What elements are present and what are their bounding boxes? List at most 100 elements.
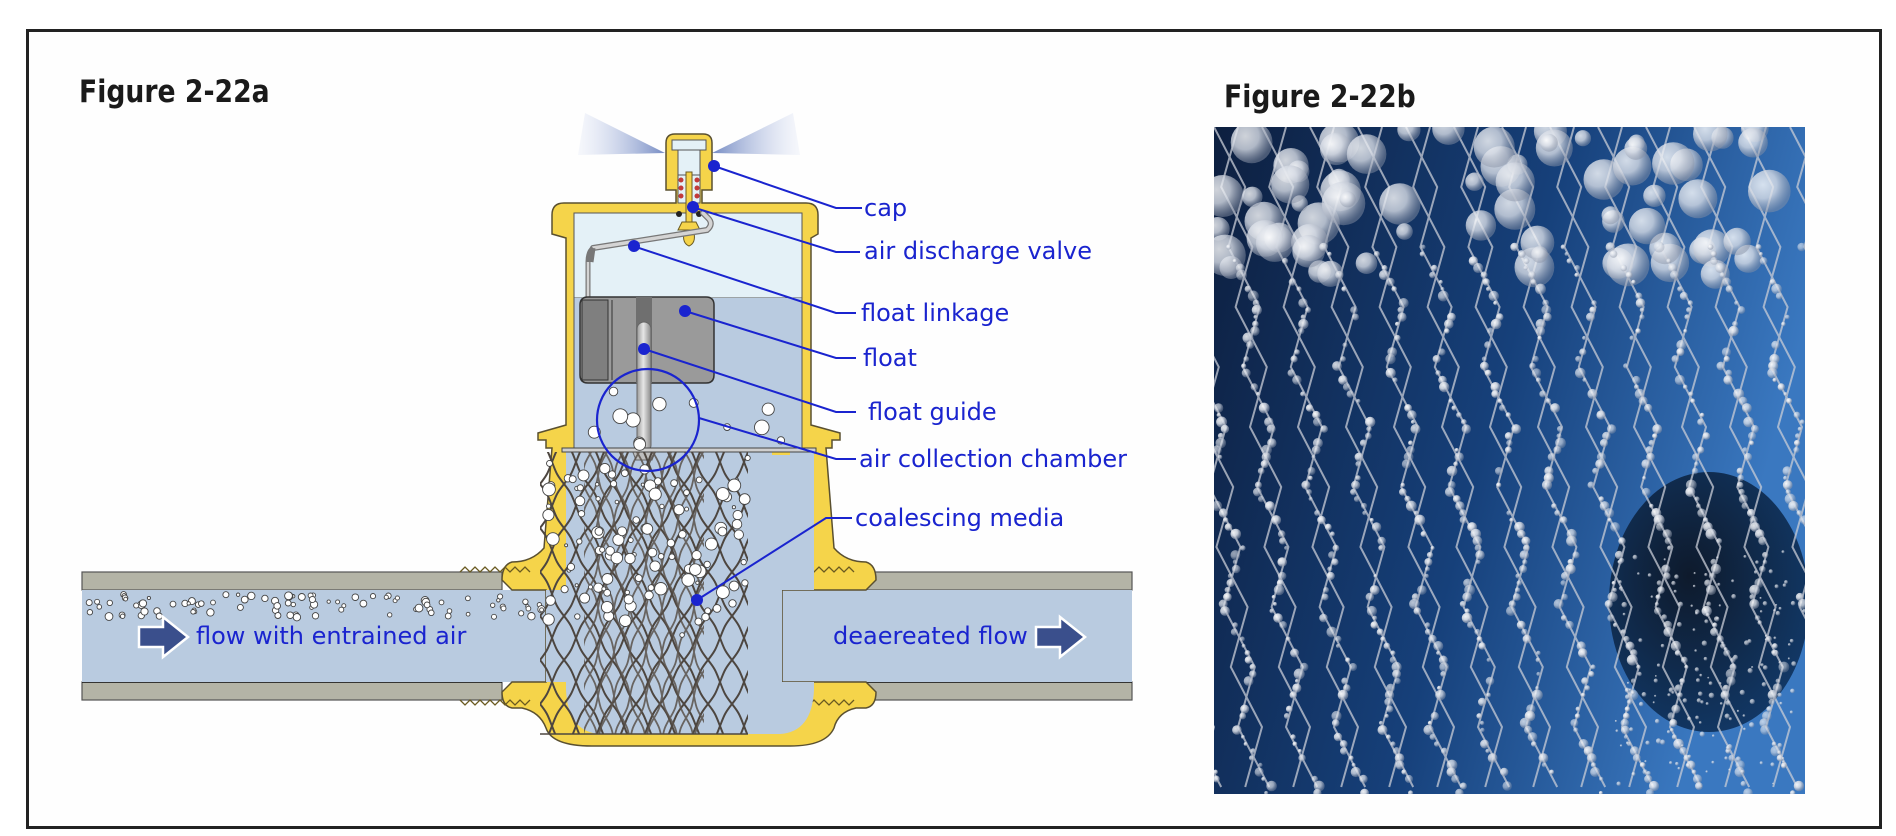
bubble — [576, 538, 583, 545]
bubble — [623, 594, 634, 605]
photo-bubble — [1487, 327, 1495, 335]
photo-bubble — [1734, 300, 1739, 306]
photo-bubble — [1614, 719, 1617, 723]
photo-bubble — [1362, 510, 1367, 516]
photo-bubble — [1708, 572, 1716, 580]
photo-bubble — [1758, 536, 1767, 546]
photo-bubble — [1719, 272, 1726, 278]
bubble — [546, 459, 553, 467]
photo-bubble — [1345, 657, 1351, 663]
photo-bubble — [1771, 741, 1777, 747]
bubble — [359, 599, 368, 608]
bubble — [297, 593, 306, 601]
photo-bubble — [1687, 300, 1694, 306]
photo-bubble — [1638, 396, 1648, 406]
photo-bubble — [1419, 251, 1425, 257]
bubble — [624, 589, 630, 596]
photo-bubble — [1728, 325, 1739, 337]
bubble — [641, 523, 654, 535]
inlet-flow-label: flow with entrained air — [196, 622, 466, 650]
photo-bubble — [1641, 487, 1651, 497]
photo-bubble — [1589, 306, 1597, 314]
bubble — [703, 560, 711, 569]
photo-bubble — [1455, 501, 1465, 511]
photo-bubble — [1755, 560, 1759, 564]
photo-bubble — [1647, 573, 1652, 577]
photo-bubble — [1772, 683, 1783, 693]
photo-bubble — [1476, 636, 1483, 642]
photo-bubble — [1728, 768, 1731, 772]
float-guide-rod — [636, 321, 652, 453]
photo-bubble — [1740, 780, 1747, 787]
bubble — [155, 612, 163, 620]
photo-bubble — [1698, 721, 1702, 724]
photo-bubble — [1654, 601, 1659, 607]
photo-bubble — [1220, 606, 1230, 616]
photo-bubble — [1414, 514, 1426, 526]
photo-bubble — [1699, 412, 1705, 418]
photo-bubble — [1373, 574, 1378, 578]
photo-bubble — [1663, 572, 1671, 580]
photo-bubble — [1667, 712, 1675, 720]
photo-bubble — [1250, 326, 1260, 336]
photo-bubble — [1232, 622, 1238, 628]
bubble — [133, 602, 140, 609]
photo-bubble — [1451, 774, 1460, 784]
photo-bubble — [1342, 383, 1351, 391]
photo-bubble — [1750, 425, 1759, 433]
photo-bubble — [1376, 628, 1384, 636]
photo-bubble — [1716, 361, 1726, 371]
bubble — [678, 530, 687, 539]
photo-bubble — [1778, 661, 1782, 664]
photo-bubble — [1465, 210, 1497, 241]
bubble — [652, 396, 667, 412]
photo-bubble — [1743, 416, 1754, 428]
photo-bubble — [1702, 517, 1709, 523]
photo-bubble — [1224, 523, 1233, 531]
photo-bubble — [1448, 398, 1453, 404]
photo-bubble — [1438, 279, 1443, 285]
bubble — [119, 613, 126, 619]
photo-bubble — [1313, 780, 1325, 792]
photo-bubble — [1319, 242, 1328, 252]
bubble — [414, 603, 424, 613]
photo-bubble — [1776, 754, 1784, 762]
photo-bubble — [1385, 353, 1396, 365]
photo-bubble — [1484, 341, 1492, 349]
bubble — [123, 596, 128, 602]
photo-bubble — [1615, 729, 1619, 733]
photo-bubble — [1401, 459, 1411, 469]
photo-bubble — [1674, 574, 1679, 579]
photo-bubble — [1619, 744, 1623, 747]
photo-bubble — [1377, 725, 1388, 735]
photo-bubble — [1239, 712, 1247, 720]
photo-bubble — [1476, 713, 1483, 719]
photo-bubble — [1481, 356, 1487, 362]
photo-bubble — [1726, 676, 1736, 686]
photo-bubble — [1742, 714, 1746, 717]
photo-bubble — [1370, 621, 1379, 629]
photo-bubble — [1545, 398, 1552, 404]
photo-bubble — [1694, 649, 1697, 652]
photo-bubble — [1271, 165, 1310, 204]
label-air-collection-chamber: air collection chamber — [859, 445, 1127, 473]
photo-bubble — [1742, 447, 1748, 453]
bubble — [446, 608, 453, 614]
photo-bubble — [1283, 713, 1290, 719]
bubble — [222, 591, 230, 599]
photo-bubble — [1782, 583, 1787, 587]
photo-bubble — [1722, 684, 1730, 692]
photo-bubble — [1607, 518, 1612, 522]
photo-bubble — [1354, 452, 1364, 462]
photo-bubble — [1772, 377, 1777, 383]
photo-bubble — [1782, 466, 1792, 476]
photo-bubble — [1365, 416, 1376, 428]
photo-bubble — [1668, 687, 1674, 693]
photo-bubble — [1381, 265, 1388, 271]
bubble — [612, 408, 629, 425]
photo-bubble — [1420, 244, 1426, 250]
photo-bubble — [1284, 545, 1289, 551]
photo-bubble — [1242, 186, 1263, 207]
photo-bubble — [1223, 592, 1232, 602]
bubble — [577, 510, 586, 518]
